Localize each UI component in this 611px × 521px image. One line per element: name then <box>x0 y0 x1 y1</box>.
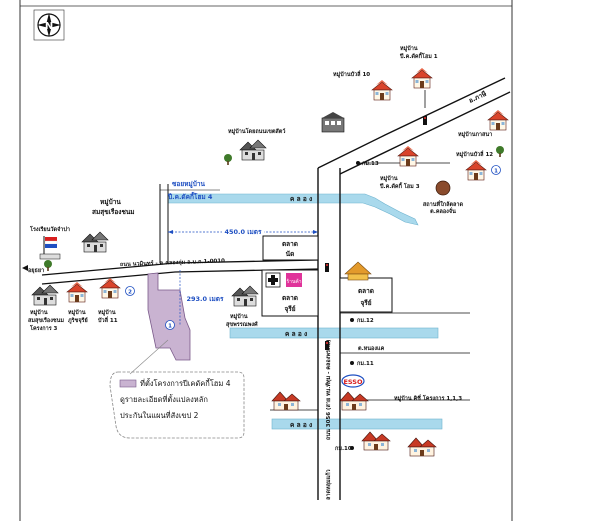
village-kasana-label: หมู่บ้านกาสนา <box>458 130 492 139</box>
main-road-horizontal <box>41 259 319 285</box>
village-pk3-label: หมู่บ้าน <box>380 174 398 183</box>
road-to-pathum <box>317 77 511 175</box>
village-pk3b-label: ปี.ค.ดัคกี้ โฮม 3 <box>379 181 420 190</box>
svg-text:1: 1 <box>494 169 498 175</box>
village-v1b-label: ปี.ค.ดัคกี้โฮม 1 <box>399 51 438 60</box>
market-nat: ตลาด นัด <box>262 235 319 261</box>
dimension-450-label: 450.0 เมตร <box>224 228 262 236</box>
dimension-293-label: 293.0 เมตร <box>186 295 224 303</box>
marker-v11[interactable] <box>125 286 135 296</box>
legend-box: ที่ตั้งโครงการปีเคดัคกี้โฮม 4 ดูรายละเอี… <box>109 339 245 439</box>
project-site-area <box>147 272 191 361</box>
village-v12-label: หมู่บ้านบัวลี่ 12 <box>456 150 493 159</box>
svg-text:กม.11: กม.11 <box>357 360 374 367</box>
legend-line-1: ที่ตั้งโครงการปีเคดัคกี้โฮม 4 <box>140 378 231 388</box>
main-road-horizontal-label: ถนน นวมินทร์ - ต.คลองกุ่ม อ.บ.ก.1-0010 <box>120 257 225 268</box>
dimension-450: 450.0 เมตร <box>168 226 318 236</box>
village-suk-label: หมู่บ้าน <box>230 312 248 321</box>
village-khr-label: หมู่บ้าน คิชี่ โครงการ 1,1,3 <box>394 394 462 403</box>
road-to-pathum-label: อ.ภาษี <box>467 89 488 104</box>
main-road-vertical-label: ถนน 3056 (สาย ทบ.ทัทุม - คลองพระเย) <box>325 339 332 440</box>
market-juri-left: ร้านค้า ตลาด จุรีย์ <box>261 269 319 317</box>
village-somsuk2-label: หมู่บ้าน <box>30 308 48 317</box>
km12-marker: กม.12 <box>350 317 374 324</box>
svg-text:จุรีย์: จุรีย์ <box>284 305 295 313</box>
km13-marker: กม.13 <box>356 160 379 167</box>
school-icon <box>39 236 61 260</box>
canal-label-middle: ค ล อ ง <box>285 330 307 338</box>
legend-site-swatch <box>119 379 137 388</box>
village-roj-label: หมู่บ้าน <box>68 308 86 317</box>
canal-bottom <box>271 418 443 430</box>
svg-text:ต.คลองจั่น: ต.คลองจั่น <box>430 207 456 215</box>
svg-text:กม.13: กม.13 <box>362 160 379 167</box>
compass-letter: N <box>45 21 53 32</box>
traffic-light-icon <box>325 116 427 350</box>
round-landmark-icon: สถานที่ใกล้ตลาด ต.คลองจั่น <box>423 180 464 215</box>
dimension-293: 293.0 เมตร <box>179 270 226 325</box>
village-somsuk2-b-label: สมสุขเรืองชนม <box>28 317 64 324</box>
temple-icon <box>344 261 372 281</box>
compass-icon: N <box>33 9 65 41</box>
svg-text:กม.12: กม.12 <box>357 317 374 324</box>
market-juri-right: ตลาด จุรีย์ <box>339 277 393 313</box>
svg-text:ESSO: ESSO <box>343 378 363 386</box>
office-building-icon <box>321 112 345 133</box>
svg-text:ตลาด: ตลาด <box>282 294 298 302</box>
village-v11-label: หมู่บ้าน <box>98 308 116 317</box>
svg-text:ตลาด: ตลาด <box>358 287 374 295</box>
canal-top <box>167 193 419 226</box>
village-roj-b-label: ภูริชจุรีย์ <box>68 317 88 325</box>
svg-text:2: 2 <box>128 290 132 296</box>
svg-text:จุรีย์: จุรีย์ <box>360 299 371 307</box>
esso-station-icon: ESSO <box>341 374 365 388</box>
village-somsuk-label: หมู่บ้าน <box>100 197 121 207</box>
soi-road <box>159 184 169 263</box>
svg-text:สถานที่ใกล้ตลาด: สถานที่ใกล้ตลาด <box>423 200 464 208</box>
village-somsuk2-c-label: โครงการ 3 <box>29 324 58 332</box>
canal-label-top: ค ล อ ง <box>290 195 312 203</box>
canal-middle <box>229 327 439 339</box>
village-v1-label: หมู่บ้าน <box>400 44 418 53</box>
road-to-south-label: ลาดหลุมแก้ว <box>324 469 332 500</box>
village-suk-b-label: สุขพรรณพงศ์ <box>226 321 258 328</box>
village-v10-label: หมู่บ้านบัวลี่ 10 <box>333 70 370 79</box>
svg-text:นัด: นัด <box>286 250 295 258</box>
svg-text:ตลาด: ตลาด <box>282 240 298 248</box>
canal-label-bottom: ค ล อ ง <box>290 421 312 429</box>
soi-label: ซอยหมู่บ้าน <box>172 179 205 189</box>
svg-text:กม.10: กม.10 <box>335 445 352 452</box>
site-marker[interactable] <box>165 320 175 330</box>
main-road-vertical <box>317 168 341 500</box>
village-v11-b-label: บัวลี่ 11 <box>98 316 118 324</box>
legend-line-3: ประกันในแผนที่สังเขป 2 <box>120 410 199 420</box>
svg-text:ร้านค้า: ร้านค้า <box>286 278 302 285</box>
marker-v12[interactable] <box>491 165 501 175</box>
school-label: โรงเรียนวัดจำปา <box>29 225 70 233</box>
soi-label-2: ปี.ค.ดัคกี้โฮม 4 <box>167 191 212 201</box>
nong-khae-label: ต.หนองแค <box>358 345 385 352</box>
village-roadside-label: หมู่บ้านโดยถนนเขตสัตว์ <box>228 127 285 136</box>
site-marker-label: 1 <box>168 324 172 330</box>
km11-marker: กม.11 <box>350 360 374 367</box>
village-somsuk-b-label: สมสุขเรืองชนม <box>92 208 135 216</box>
road-to-left-label: อยุธยา <box>28 267 44 274</box>
km10-marker: กม.10 <box>335 445 354 452</box>
legend-line-2: ดูรายละเอียดที่ตั้งแปลงหลัก <box>120 394 208 404</box>
